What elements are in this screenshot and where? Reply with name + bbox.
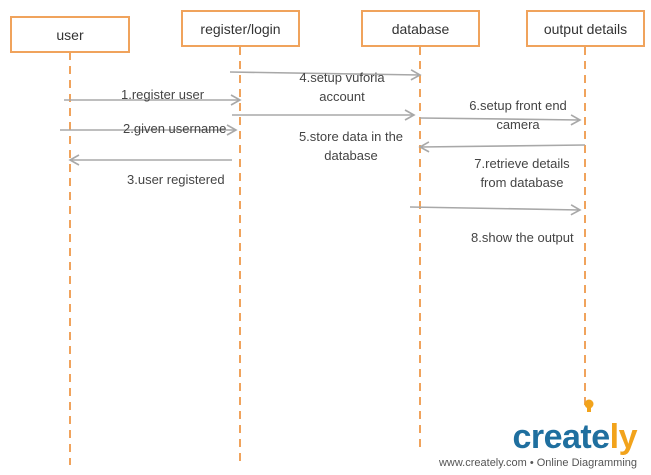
- message-label-m4: 4.setup vuforia account: [299, 70, 385, 104]
- creately-logo: creately: [439, 399, 638, 455]
- message-label-m1: 1.register user: [121, 87, 205, 102]
- actor-register-login[interactable]: register/login: [181, 10, 300, 47]
- actor-output-details[interactable]: output details: [526, 10, 645, 47]
- creately-watermark: creately www.creately.com • Online Diagr…: [438, 399, 638, 469]
- arrow-m7: [418, 141, 586, 153]
- message-label-m5: 5.store data in the database: [298, 129, 404, 163]
- message-label-m6: 6.setup front end camera: [469, 98, 567, 132]
- message-label-m2: 2.given username: [123, 121, 227, 136]
- arrow-m6: [419, 114, 582, 126]
- actor-database[interactable]: database: [361, 10, 480, 47]
- lightbulb-icon: [584, 399, 594, 412]
- message-label-m7: 7.retrieve details from database: [474, 156, 570, 190]
- actor-user[interactable]: user: [10, 16, 130, 53]
- message-label-m8: 8.show the output: [471, 230, 574, 245]
- creately-tagline: www.creately.com • Online Diagramming: [438, 457, 637, 469]
- arrow-m8: [409, 204, 582, 216]
- arrow-m4: [229, 69, 422, 81]
- message-label-m3: 3.user registered: [127, 172, 225, 187]
